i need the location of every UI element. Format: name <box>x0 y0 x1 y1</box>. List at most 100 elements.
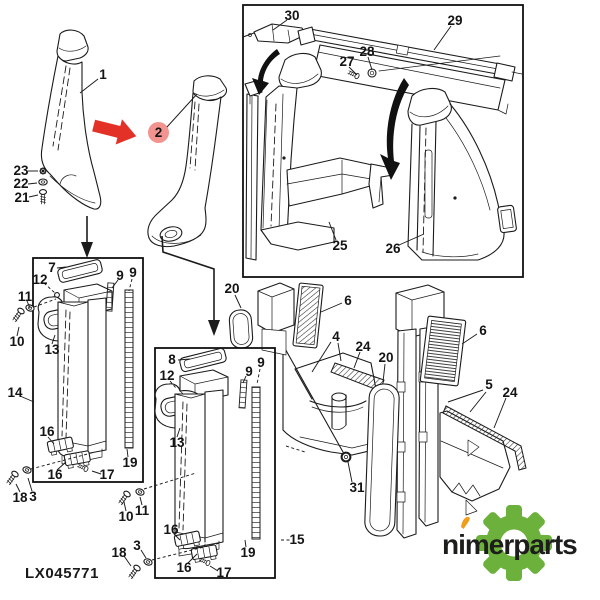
subassembly-box-center <box>151 347 276 579</box>
post-part-25 <box>260 52 394 251</box>
screw-icon-10 <box>10 306 26 324</box>
curved-arrow-icon <box>380 78 409 180</box>
flow-arrow-left <box>81 216 93 258</box>
part-label-9: 9 <box>257 355 265 370</box>
part-label-16: 16 <box>47 467 63 482</box>
part-label-5: 5 <box>485 377 493 392</box>
hardware-center <box>116 472 197 581</box>
nut-part-31 <box>340 451 352 463</box>
part-label-29: 29 <box>447 13 462 28</box>
part-label-28: 28 <box>359 44 375 59</box>
part-label-12: 12 <box>32 272 47 287</box>
part-1-pillar-post <box>40 29 102 210</box>
box-center-border <box>154 347 276 579</box>
seal-loop-part-20-right <box>364 383 400 537</box>
part-label-8: 8 <box>168 352 176 367</box>
part-label-6: 6 <box>479 323 487 338</box>
cap-part-7 <box>57 259 103 283</box>
blower-box <box>257 282 295 356</box>
part-label-12: 12 <box>159 368 174 383</box>
inset-box-top-right <box>242 4 524 278</box>
hardware-21-22-23 <box>38 167 48 205</box>
image-code: LX045771 <box>25 565 99 582</box>
part-label-17: 17 <box>216 565 231 580</box>
part-label-23: 23 <box>13 163 29 178</box>
part-label-9: 9 <box>116 268 124 283</box>
part-label-17: 17 <box>99 467 114 482</box>
part-label-13: 13 <box>44 342 60 357</box>
strip-part-9-short <box>238 379 248 409</box>
screw-icon-18 <box>126 563 142 581</box>
filter-part-6-left <box>292 282 324 349</box>
part-label-22: 22 <box>13 176 28 191</box>
callout-labels: 1 23 22 21 7 12 11 10 13 14 16 16 17 19 … <box>7 8 518 580</box>
part-label-24: 24 <box>355 339 371 354</box>
duct-part-15 <box>174 389 224 557</box>
part-label-1: 1 <box>99 67 107 82</box>
washer-icon-22 <box>38 178 48 186</box>
part-label-16: 16 <box>176 560 192 575</box>
gear-icon <box>476 505 552 581</box>
part-label-9: 9 <box>245 364 253 379</box>
seal-part-24-right <box>442 405 527 471</box>
part-label-9: 9 <box>129 265 137 280</box>
part-label-7: 7 <box>48 260 56 275</box>
part-label-20: 20 <box>224 281 239 296</box>
bracket-part-30 <box>242 23 306 44</box>
strip-part-9-short <box>105 282 115 312</box>
part-label-24: 24 <box>502 385 518 400</box>
curved-arrow-icon <box>252 49 280 95</box>
part-label-16: 16 <box>39 424 55 439</box>
washer-icon-3 <box>142 557 154 567</box>
part-label-11: 11 <box>18 289 33 304</box>
lock-washer-icon-23 <box>39 167 47 175</box>
part-label-13: 13 <box>169 435 185 450</box>
part-label-15: 15 <box>289 532 305 547</box>
post-part-26 <box>407 87 517 261</box>
washer-icon-3 <box>21 465 33 475</box>
part-label-19: 19 <box>240 545 255 560</box>
screw-icon-21 <box>38 189 48 205</box>
washer-icon-11 <box>134 487 146 497</box>
part-label-26: 26 <box>385 241 401 256</box>
inset-border <box>242 4 524 278</box>
right-assembly <box>228 282 527 539</box>
part-label-18: 18 <box>111 545 127 560</box>
brand-name: nimerparts <box>442 529 577 560</box>
part-2-pillar-post <box>147 75 228 248</box>
part-label-14: 14 <box>7 385 23 400</box>
part-label-27: 27 <box>339 54 354 69</box>
part-label-18: 18 <box>12 490 28 505</box>
logo-accent <box>461 516 470 529</box>
part-label-6: 6 <box>344 293 352 308</box>
part-label-10: 10 <box>118 509 133 524</box>
part-label-16: 16 <box>163 522 179 537</box>
strip-part-19-long <box>251 386 261 540</box>
seal-loop-part-20-left <box>228 309 254 349</box>
part-label-30: 30 <box>284 8 299 23</box>
part-label-21: 21 <box>14 190 30 205</box>
part-label-19: 19 <box>122 455 137 470</box>
part-label-10: 10 <box>9 334 24 349</box>
part-label-25: 25 <box>332 238 348 253</box>
part-label-3: 3 <box>133 538 141 553</box>
part-label-4: 4 <box>332 329 340 344</box>
flow-arrow-center <box>161 235 220 336</box>
leader-lines <box>15 19 507 572</box>
rail-part-29 <box>297 26 523 115</box>
part-label-31: 31 <box>349 480 365 495</box>
highlight-circle: 2 <box>148 93 198 143</box>
brand-logo: nimerparts <box>442 505 578 581</box>
washer-icon-28 <box>367 68 377 78</box>
subassembly-box-left <box>30 257 144 483</box>
part-label-2-highlight: 2 <box>155 125 163 140</box>
cap-part-8 <box>179 347 227 373</box>
screw-icon-18 <box>4 469 20 487</box>
highlight-arrow <box>92 119 137 145</box>
strip-part-19-long <box>124 289 134 449</box>
part-label-20: 20 <box>378 350 393 365</box>
part-label-3: 3 <box>29 489 37 504</box>
part-label-11: 11 <box>135 503 150 518</box>
